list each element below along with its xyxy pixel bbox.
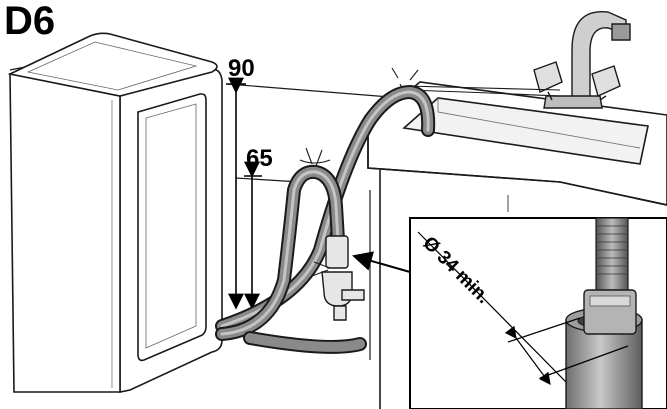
upper-height-label: 90 bbox=[228, 55, 255, 82]
siphon-trap bbox=[321, 235, 365, 321]
washing-machine bbox=[7, 32, 223, 393]
siphon-hose bbox=[215, 164, 367, 354]
tie-cord-siphon bbox=[299, 147, 331, 277]
drain-hose bbox=[215, 85, 436, 333]
figure-label: D6 bbox=[4, 0, 55, 43]
lower-height-label: 65 bbox=[246, 145, 273, 172]
detail-inset: Ø 34 min. bbox=[409, 217, 667, 409]
height-dimensions bbox=[226, 77, 262, 310]
faucet bbox=[533, 10, 631, 109]
pointer-arrow bbox=[352, 251, 411, 273]
